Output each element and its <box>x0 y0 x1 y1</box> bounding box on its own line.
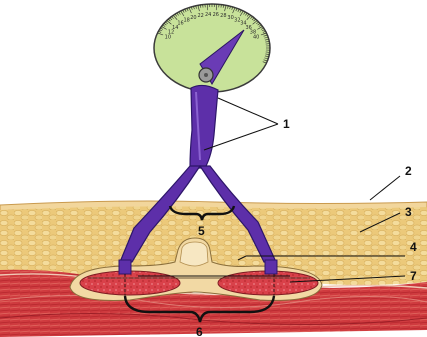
label-1: 1 <box>283 117 290 131</box>
label-6: 6 <box>196 325 203 337</box>
fold-muscle-left <box>80 271 180 295</box>
dial-tick-number: 26 <box>213 12 219 18</box>
dial-tick-number: 22 <box>197 13 203 19</box>
label-4: 4 <box>410 240 417 254</box>
dial-tick-number: 24 <box>205 12 211 18</box>
dial-tick-number: 28 <box>220 13 226 19</box>
dial-tick-number: 18 <box>183 17 189 23</box>
label-2: 2 <box>405 164 412 178</box>
fold-muscle-right <box>218 271 318 295</box>
dial-tick-number: 40 <box>253 34 259 40</box>
label-3: 3 <box>405 205 412 219</box>
dial-tick-number: 20 <box>190 15 196 21</box>
label-7: 7 <box>410 269 417 283</box>
dial-tick-number: 30 <box>227 15 233 21</box>
label-5: 5 <box>198 224 205 238</box>
